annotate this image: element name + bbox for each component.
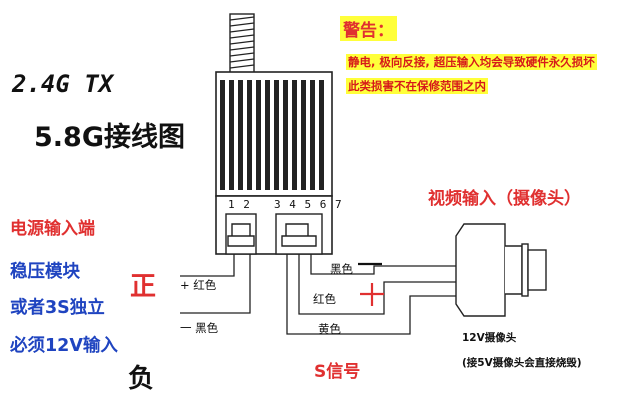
negative-symbol: 负	[128, 364, 155, 394]
power-line3: 必须12V输入	[10, 336, 118, 356]
antenna-icon	[229, 13, 255, 75]
wire-red-label: 红色	[313, 292, 336, 306]
warning-line2: 此类损害不在保修范围之内	[346, 78, 488, 94]
video-connector	[275, 213, 323, 255]
power-line2: 或者3S独立	[10, 298, 105, 318]
camera-note: (接5V摄像头会直接烧毁)	[462, 357, 582, 369]
signal-label: S信号	[314, 362, 361, 382]
minus-wire-label: 一 黑色	[180, 321, 219, 335]
pin-label-1-2: 1 2	[228, 198, 251, 211]
title-line2: 5.8G接线图	[34, 122, 185, 153]
video-heading: 视频输入（摄像头）	[428, 189, 581, 209]
warning-line1: 静电, 极向反接, 超压输入均会导致硬件永久损坏	[346, 54, 597, 70]
plus-mark	[360, 283, 384, 306]
wire-yellow-label: 黄色	[318, 322, 341, 336]
wire-black-label: 黑色	[330, 262, 353, 276]
power-line1: 稳压模块	[10, 262, 80, 282]
pin-label-3-7: 3 4 5 6 7	[274, 198, 343, 211]
power-wires	[180, 254, 251, 314]
plus-wire-label: + 红色	[180, 278, 217, 292]
power-connector	[225, 213, 257, 255]
power-heading: 电源输入端	[10, 219, 95, 239]
warning-heading: 警告：	[340, 16, 397, 41]
camera-icon	[455, 223, 547, 317]
video-wires	[286, 254, 456, 335]
positive-symbol: 正	[130, 272, 157, 302]
camera-label: 12V摄像头	[462, 332, 517, 344]
title-line1: 2.4G TX	[12, 70, 114, 98]
